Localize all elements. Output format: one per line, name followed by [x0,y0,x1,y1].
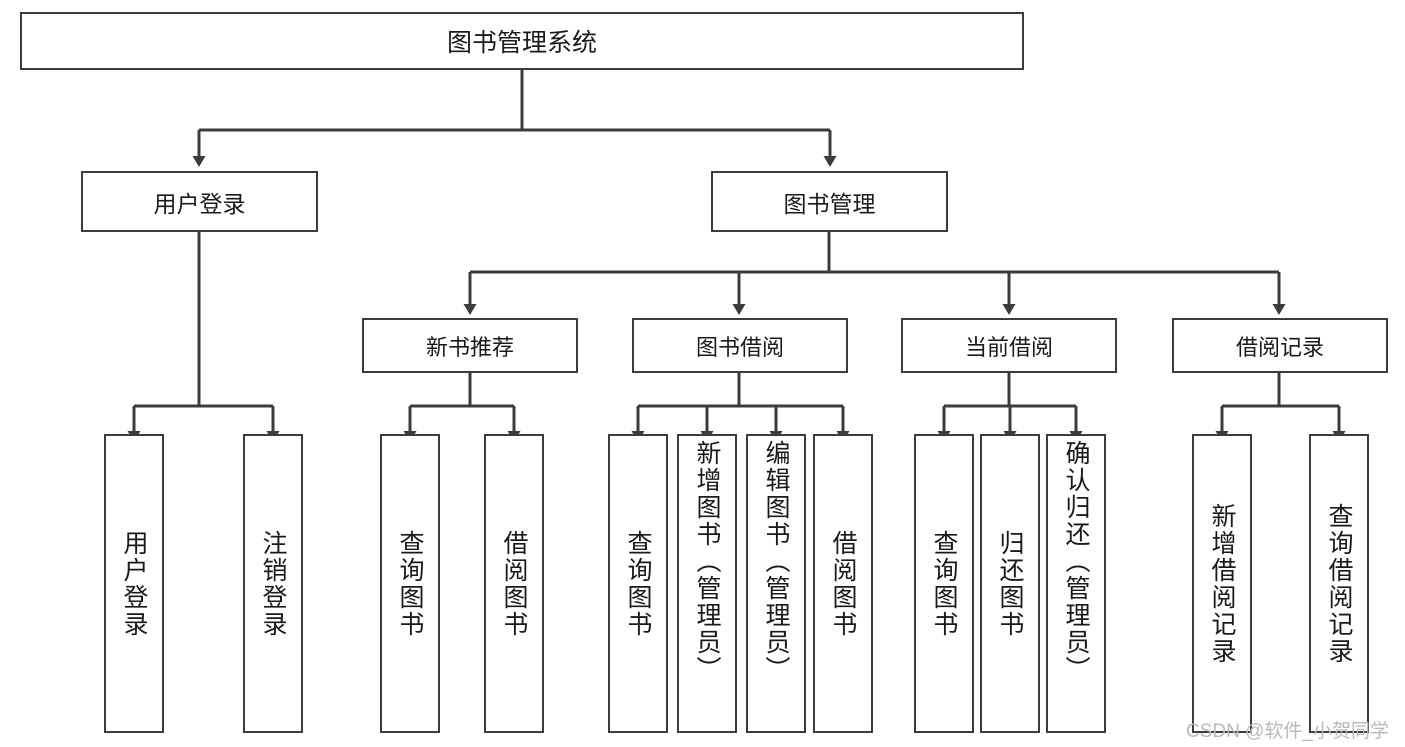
node-new-book-recommend[interactable]: 新书推荐 [362,318,578,373]
node-label: 图书管理 [783,190,876,217]
node-label: 图书管理系统 [446,29,597,57]
node-label: 注销登录 [259,529,287,638]
leaf-user-logout[interactable]: 注销登录 [243,434,303,733]
node-label: 编辑图书（管理员） [762,440,790,683]
node-label: 用户登录 [153,190,246,217]
node-label: 新书推荐 [425,334,514,360]
leaf-record-query-borrow-record[interactable]: 查询借阅记录 [1309,434,1369,733]
node-label: 借阅记录 [1235,334,1324,360]
watermark: CSDN @软件_小贺同学 [1186,721,1389,742]
leaf-current-confirm-return-admin[interactable]: 确认归还（管理员） [1046,434,1106,733]
node-label: 确认归还（管理员） [1062,440,1090,683]
node-label: 新增借阅记录 [1208,502,1236,665]
node-label: 归还图书 [996,529,1024,638]
leaf-borrow-edit-book-admin[interactable]: 编辑图书（管理员） [746,434,806,733]
node-label: 当前借阅 [964,334,1053,360]
leaf-borrow-add-book-admin[interactable]: 新增图书（管理员） [677,434,737,733]
node-current-borrow[interactable]: 当前借阅 [901,318,1117,373]
node-label: 查询借阅记录 [1325,502,1353,665]
node-root-system[interactable]: 图书管理系统 [20,12,1024,70]
node-book-management[interactable]: 图书管理 [711,171,948,232]
leaf-current-query-book[interactable]: 查询图书 [914,434,974,733]
node-label: 新增图书（管理员） [693,440,721,683]
node-label: 借阅图书 [500,529,528,638]
node-book-borrow[interactable]: 图书借阅 [632,318,848,373]
node-label: 借阅图书 [829,529,857,638]
node-label: 查询图书 [624,529,652,638]
node-borrow-record[interactable]: 借阅记录 [1172,318,1388,373]
node-label: 用户登录 [120,529,148,638]
leaf-recommend-borrow-book[interactable]: 借阅图书 [484,434,544,733]
leaf-recommend-query-book[interactable]: 查询图书 [380,434,440,733]
leaf-record-add-borrow-record[interactable]: 新增借阅记录 [1192,434,1252,733]
node-user-login[interactable]: 用户登录 [81,171,318,232]
leaf-current-return-book[interactable]: 归还图书 [980,434,1040,733]
node-label: 查询图书 [930,529,958,638]
leaf-user-login[interactable]: 用户登录 [104,434,164,733]
leaf-borrow-borrow-book[interactable]: 借阅图书 [813,434,873,733]
node-label: 查询图书 [396,529,424,638]
leaf-borrow-query-book[interactable]: 查询图书 [608,434,668,733]
node-label: 图书借阅 [695,334,784,360]
